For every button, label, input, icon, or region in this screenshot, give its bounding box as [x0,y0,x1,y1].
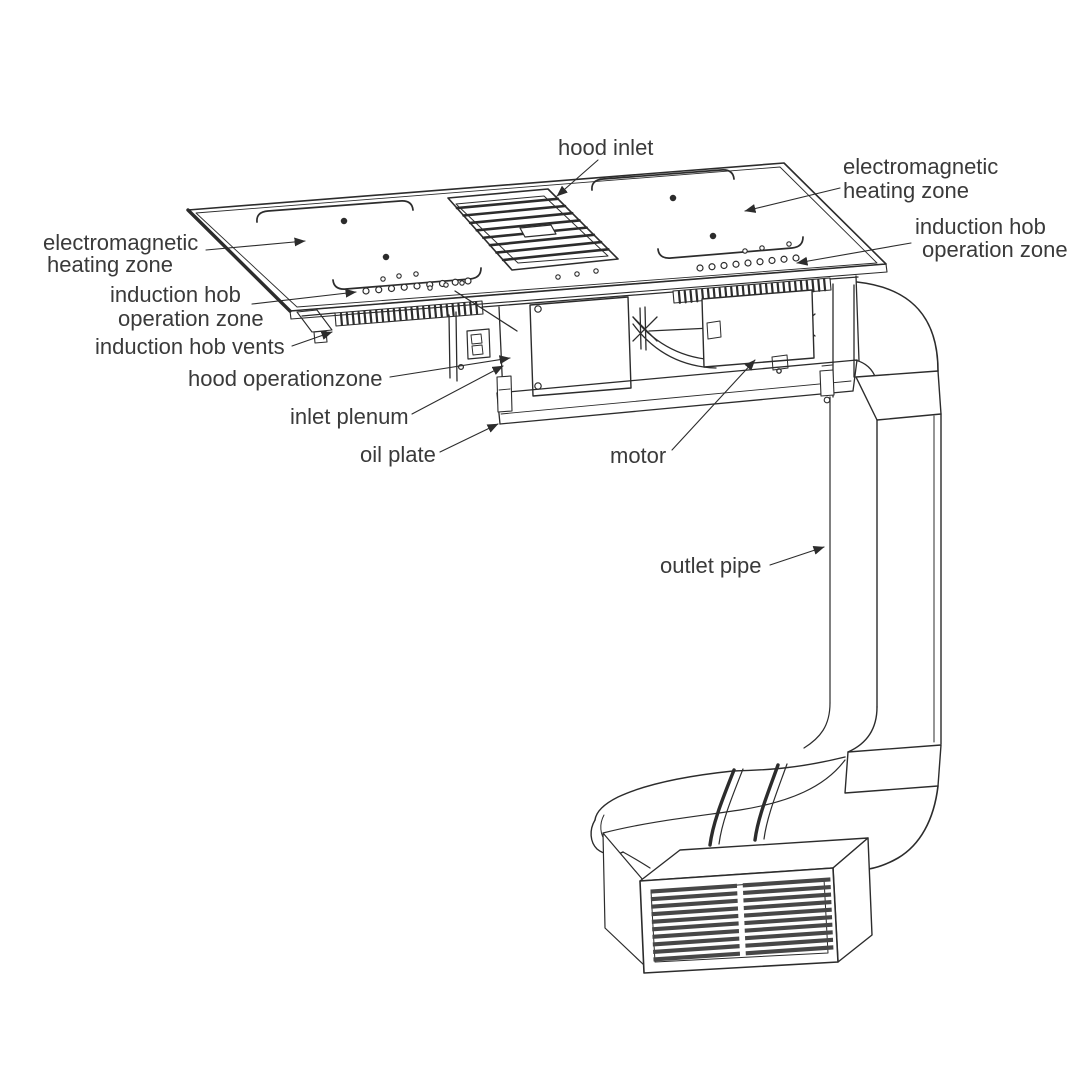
cooktop-glass-top [186,162,888,320]
duct-joint-bands [708,763,788,847]
leader-operation-zone-right [796,242,912,266]
leader-inlet-plenum [411,365,504,415]
labels: hood inlet electromagnetic heating zone … [43,135,1068,578]
leader-hob-vents [291,331,333,347]
label-oil-plate: oil plate [360,442,436,467]
label-hob-vents: induction hob vents [95,334,285,359]
leader-oil-plate [439,423,499,453]
pipe-top-collar [855,370,942,421]
label-heating-zone-left-line1: electromagnetic [43,230,198,255]
left-hob-control-dots [362,277,472,295]
label-motor: motor [610,443,666,468]
label-heating-zone-left-line2: heating zone [47,252,173,277]
hood-inlet-grille [447,188,619,271]
label-inlet-plenum: inlet plenum [290,404,409,429]
right-support-strut [819,283,855,404]
label-operation-zone-left-line1: induction hob [110,282,241,307]
induction-hob-vents-strip [339,301,479,326]
leader-operation-zone-left [251,288,357,305]
label-hood-operation-zone: hood operationzone [188,366,383,391]
oil-plate-tray [496,359,858,425]
leader-hood-operation-zone [389,355,511,378]
label-operation-zone-right-line1: induction hob [915,214,1046,239]
motor-box [701,289,815,374]
under-chassis [296,275,860,425]
left-heating-zone-marks [256,200,482,290]
exhaust-grille-box [639,837,873,974]
label-hood-inlet: hood inlet [558,135,653,160]
label-operation-zone-right-line2: operation zone [922,237,1068,262]
misc-control-dots [380,241,792,291]
hood-operation-switch [457,328,491,371]
label-heating-zone-right-line1: electromagnetic [843,154,998,179]
label-outlet-pipe: outlet pipe [660,553,762,578]
leader-hood-inlet [556,159,599,197]
outlet-pipe-duct [590,281,942,967]
leader-outlet-pipe [769,546,825,566]
right-hob-control-dots [696,254,800,272]
right-heating-zone-marks [591,169,804,259]
exhaust-louvers [650,877,834,962]
control-box [529,296,632,397]
leader-heating-zone-right [744,187,841,213]
leader-motor [671,359,756,451]
hood-inlet-slats [455,197,610,262]
label-operation-zone-left-line2: operation zone [118,306,264,331]
pipe-bottom-collar [844,744,942,794]
leader-heating-zone-left [205,237,306,251]
label-heating-zone-right-line2: heating zone [843,178,969,203]
leader-lines [205,159,912,566]
